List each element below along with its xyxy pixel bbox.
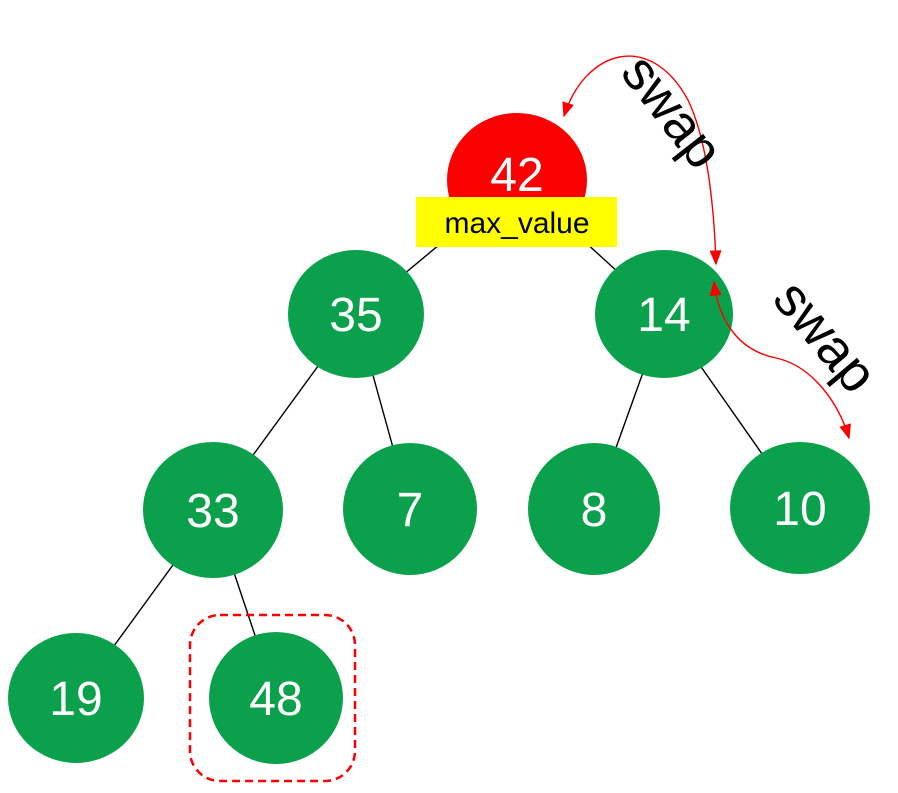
node-7-label: 7 bbox=[397, 484, 424, 537]
node-14-label: 14 bbox=[637, 289, 690, 342]
swap-label-right: swap bbox=[762, 269, 889, 404]
max-value-tag-label: max_value bbox=[444, 207, 589, 240]
node-7-circle bbox=[343, 443, 477, 575]
node-19-circle bbox=[8, 633, 144, 763]
node-48: 48 bbox=[209, 632, 343, 764]
tree-nodes: 42 35 14 33 7 8 bbox=[8, 113, 870, 764]
node-19: 19 bbox=[8, 633, 144, 763]
node-33: 33 bbox=[143, 442, 283, 578]
swap-label-top: swap bbox=[610, 43, 735, 179]
node-48-label: 48 bbox=[249, 673, 302, 726]
node-35-circle bbox=[288, 250, 424, 378]
swap-arrows bbox=[562, 55, 851, 440]
node-14: 14 bbox=[595, 250, 733, 378]
node-33-label: 33 bbox=[186, 485, 239, 538]
node-48-circle bbox=[209, 632, 343, 764]
node-14-circle bbox=[595, 250, 733, 378]
node-35-label: 35 bbox=[329, 289, 382, 342]
node-7: 7 bbox=[343, 443, 477, 575]
swap-arrow-42-14 bbox=[562, 55, 722, 266]
node-19-label: 19 bbox=[49, 673, 102, 726]
node-33-circle bbox=[143, 442, 283, 578]
node-8: 8 bbox=[528, 443, 660, 575]
node-8-label: 8 bbox=[581, 484, 608, 537]
max-value-tag: max_value bbox=[416, 197, 617, 247]
node-10-label: 10 bbox=[773, 483, 826, 536]
swap-arrow-14-10 bbox=[709, 280, 851, 440]
dashed-highlight-box bbox=[188, 613, 357, 783]
node-42-label: 42 bbox=[490, 149, 543, 202]
node-10: 10 bbox=[730, 442, 870, 574]
node-35: 35 bbox=[288, 250, 424, 378]
node-10-circle bbox=[730, 442, 870, 574]
node-8-circle bbox=[528, 443, 660, 575]
